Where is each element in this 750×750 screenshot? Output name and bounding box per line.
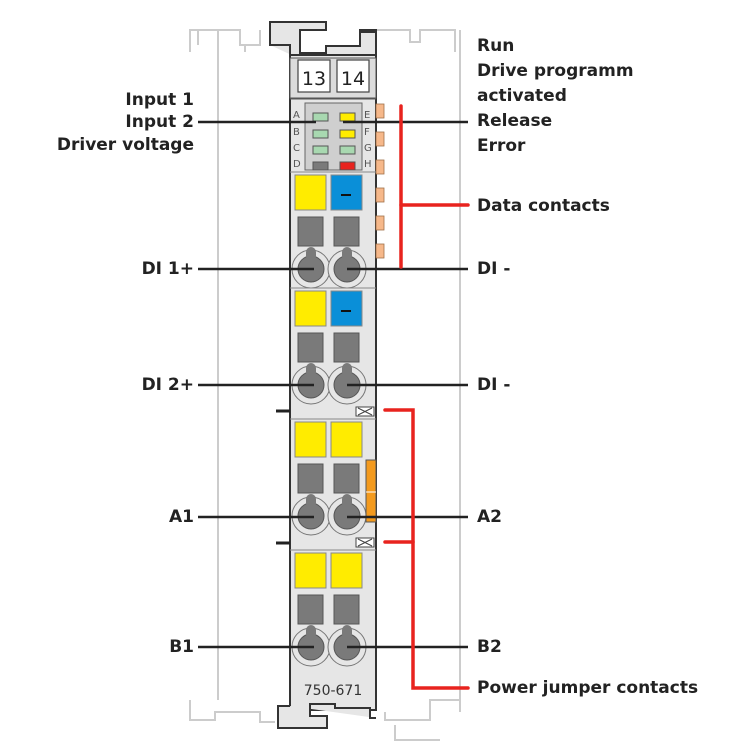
label-activated: activated <box>477 86 567 106</box>
led-indicators <box>312 112 356 171</box>
release-button-left[interactable] <box>294 421 327 458</box>
led-e <box>339 112 356 122</box>
label-input2: Input 2 <box>125 112 194 132</box>
data-contact-5 <box>375 215 385 231</box>
led-letter-g: G <box>364 143 372 154</box>
label-data-contacts: Data contacts <box>477 196 610 216</box>
marker-card-14 <box>336 59 370 93</box>
label-input1: Input 1 <box>125 90 194 110</box>
release-button-left[interactable] <box>294 174 327 211</box>
led-a <box>312 112 329 122</box>
ghost-right-bottom2 <box>394 725 440 741</box>
test-slot-right <box>333 594 360 625</box>
label-a2: A2 <box>477 507 502 527</box>
label-di-minus-2: DI - <box>477 375 511 395</box>
led-f <box>339 129 356 139</box>
ghost-right-bottom <box>384 699 461 721</box>
release-button-left[interactable] <box>294 552 327 589</box>
data-contact-4 <box>375 187 385 203</box>
label-a1: A1 <box>169 507 194 527</box>
clamp-slot <box>342 363 352 377</box>
test-slot-left <box>297 332 324 363</box>
data-contact-3 <box>375 159 385 175</box>
callout-brackets <box>383 104 470 690</box>
led-letter-c: C <box>293 143 300 154</box>
clamp-slot <box>342 494 352 508</box>
led-c <box>312 145 329 155</box>
label-release: Release <box>477 111 553 131</box>
test-slot-left <box>297 594 324 625</box>
release-button-right[interactable] <box>330 421 363 458</box>
ghost-neighbor-modules <box>189 29 461 741</box>
marker-14-text: 14 <box>341 68 365 90</box>
top-latch-notch <box>299 30 376 54</box>
data-contacts <box>375 103 385 259</box>
power-jumper-bracket <box>383 408 470 690</box>
power-jumper-contacts <box>276 406 377 548</box>
release-button-left[interactable] <box>294 290 327 327</box>
test-slot-right <box>333 463 360 494</box>
label-run: Run <box>477 36 515 56</box>
test-slot-right <box>333 216 360 247</box>
marker-card-13 <box>297 59 331 93</box>
clamp-slot <box>342 625 352 639</box>
label-b1: B1 <box>169 637 194 657</box>
clamp-slot <box>306 247 316 261</box>
ghost-left-bottom <box>189 700 275 723</box>
clamp-slot <box>306 363 316 377</box>
data-contact-2 <box>375 131 385 147</box>
led-h <box>339 161 356 171</box>
label-di2-plus: DI 2+ <box>141 375 194 395</box>
ghost-left-top <box>189 29 261 52</box>
led-letter-h: H <box>364 159 372 170</box>
release-button-right[interactable] <box>330 174 363 211</box>
marker-strip: 13 14 <box>289 57 377 99</box>
led-d <box>312 161 329 171</box>
test-slot-left <box>297 216 324 247</box>
led-letter-e: E <box>364 110 370 121</box>
label-error: Error <box>477 136 526 156</box>
led-g <box>339 145 356 155</box>
data-contact-1 <box>375 103 385 119</box>
data-contact-6 <box>375 243 385 259</box>
leader-lines <box>198 120 468 649</box>
jumper-clip-top <box>355 406 375 417</box>
bottom-foot <box>277 703 376 729</box>
test-slot-right <box>333 332 360 363</box>
part-number: 750-671 <box>304 683 363 699</box>
led-letter-f: F <box>364 127 370 138</box>
label-b2: B2 <box>477 637 502 657</box>
led-panel: A B C D E F G H <box>290 98 376 171</box>
label-di1-plus: DI 1+ <box>141 259 194 279</box>
label-driver-voltage: Driver voltage <box>56 135 194 155</box>
release-button-right[interactable] <box>330 290 363 327</box>
led-letter-a: A <box>293 110 300 121</box>
clamp-slot <box>306 494 316 508</box>
jumper-blade <box>365 459 377 523</box>
release-button-right[interactable] <box>330 552 363 589</box>
clamp-slot <box>342 247 352 261</box>
test-slot-left <box>297 463 324 494</box>
label-power-jumper-contacts: Power jumper contacts <box>477 678 699 698</box>
led-b <box>312 129 329 139</box>
ghost-left-outline <box>197 30 246 52</box>
ghost-right-top <box>376 29 456 52</box>
clamp-slot <box>306 625 316 639</box>
led-letter-d: D <box>293 159 301 170</box>
label-di-minus-1: DI - <box>477 259 511 279</box>
label-drive-programm: Drive programm <box>477 61 634 81</box>
jumper-clip-bottom <box>355 537 375 548</box>
led-letter-b: B <box>293 127 300 138</box>
marker-13-text: 13 <box>302 68 326 90</box>
top-latch-fill <box>269 21 327 56</box>
